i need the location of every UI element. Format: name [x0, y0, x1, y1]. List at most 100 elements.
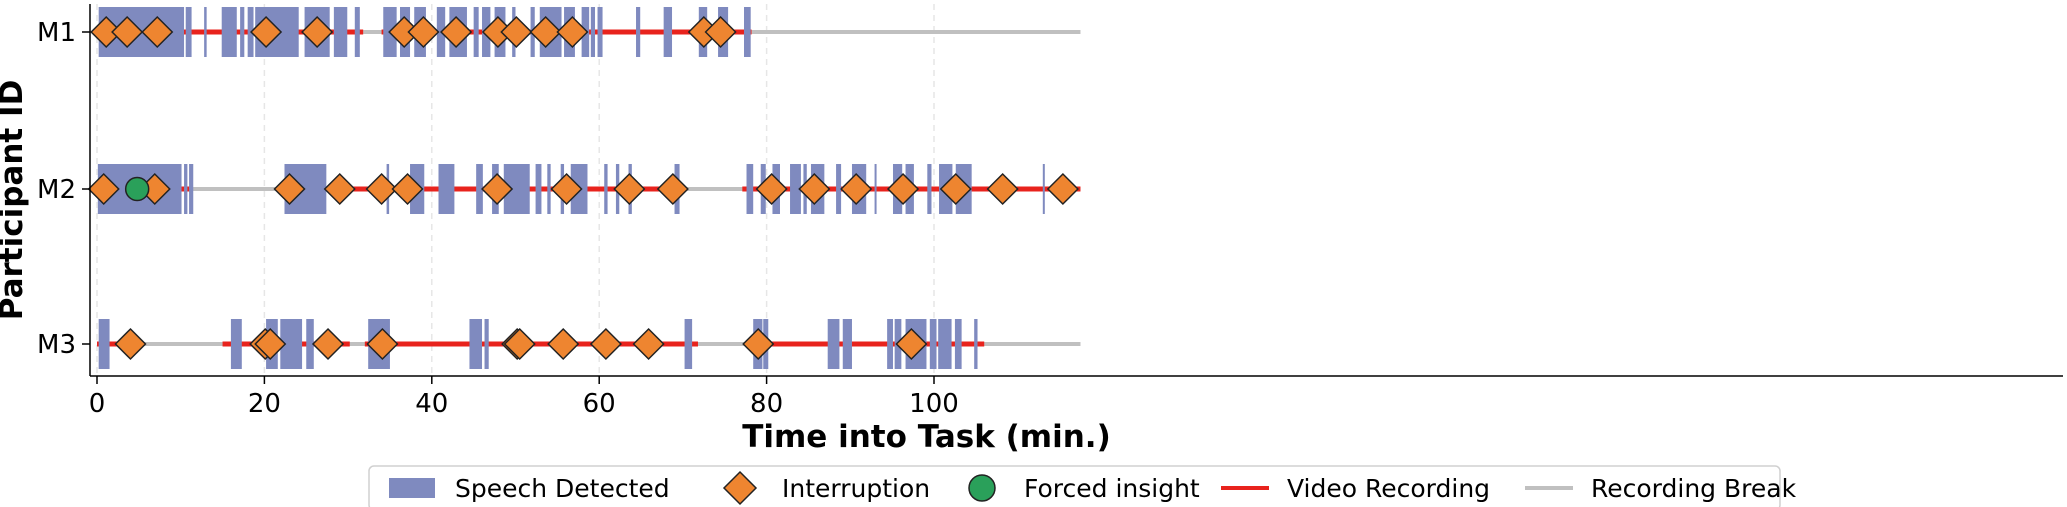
- grid-lines: [96, 4, 935, 376]
- speech-segment: [663, 7, 673, 57]
- x-tick-label: 0: [89, 389, 106, 419]
- speech-segment: [221, 7, 237, 57]
- interruption-marker: [550, 172, 583, 206]
- interruption-marker: [87, 172, 120, 206]
- speech-segment: [929, 319, 937, 369]
- interruption-marker: [1046, 172, 1079, 206]
- legend-box: [368, 465, 1781, 507]
- speech-segment: [842, 319, 852, 369]
- interruption-marker: [407, 15, 440, 49]
- interruption-marker: [273, 172, 306, 206]
- interruption-marker: [589, 327, 622, 361]
- plot-area: [87, 7, 1081, 369]
- interruption-marker: [365, 172, 398, 206]
- legend-label: Interruption: [782, 474, 930, 503]
- forced-insight-marker: [124, 176, 150, 202]
- speech-segment: [98, 319, 110, 369]
- legend-item-video: Video Recording: [1221, 474, 1490, 503]
- speech-segment: [185, 7, 192, 57]
- x-axis-title: Time into Task (min.): [742, 419, 1111, 455]
- y-tick-label: M1: [37, 18, 76, 48]
- interruption-marker: [529, 15, 562, 49]
- interruption-marker: [656, 172, 689, 206]
- participant-row-m2: [87, 164, 1081, 214]
- interruption-marker: [500, 15, 533, 49]
- speech-segment: [684, 319, 693, 369]
- speech-segment: [476, 164, 483, 214]
- speech-segment: [1042, 164, 1045, 214]
- speech-segment: [604, 164, 608, 214]
- legend-label: Recording Break: [1591, 474, 1797, 503]
- x-tick-label: 20: [248, 389, 281, 419]
- speech-segment: [836, 164, 842, 214]
- speech-segment: [636, 7, 641, 57]
- legend-label: Forced insight: [1024, 474, 1200, 503]
- speech-segment: [473, 7, 479, 57]
- speech-segment: [790, 164, 801, 214]
- speech-segment: [230, 319, 242, 369]
- interruption-marker: [114, 327, 147, 361]
- interruption-marker: [613, 172, 646, 206]
- interruption-marker: [939, 172, 972, 206]
- speech-segment: [974, 319, 978, 369]
- interruption-marker: [798, 172, 831, 206]
- x-tick-label: 100: [909, 389, 959, 419]
- interruption-marker: [323, 172, 356, 206]
- speech-segment: [590, 7, 596, 57]
- speech-segment: [240, 7, 245, 57]
- participant-row-m3: [97, 319, 1081, 369]
- speech-segment: [927, 164, 932, 214]
- interruption-marker: [503, 327, 536, 361]
- interruption-marker: [301, 15, 334, 49]
- legend-item-speech: Speech Detected: [389, 474, 670, 503]
- speech-segment: [887, 319, 893, 369]
- interruption-marker: [632, 327, 665, 361]
- speech-segment: [189, 164, 194, 214]
- speech-segment: [204, 7, 207, 57]
- legend-interruption-icon: [722, 470, 758, 506]
- speech-segment: [333, 7, 348, 57]
- speech-segment: [184, 164, 188, 214]
- speech-segment: [354, 7, 360, 57]
- interruption-marker: [886, 172, 920, 206]
- speech-segment: [938, 319, 952, 369]
- speech-segment: [874, 164, 877, 214]
- speech-segment: [306, 319, 314, 369]
- x-tick-label: 80: [750, 389, 783, 419]
- interruption-marker: [840, 172, 873, 206]
- speech-segment: [535, 164, 542, 214]
- x-tick-label: 40: [415, 389, 448, 419]
- interruption-marker: [755, 172, 788, 206]
- y-tick-label: M3: [37, 330, 76, 360]
- interruption-marker: [254, 327, 287, 361]
- legend-label: Video Recording: [1287, 474, 1490, 503]
- speech-segment: [280, 319, 303, 369]
- participant-row-m1: [90, 7, 1081, 57]
- legend-item-insight: Forced insight: [968, 474, 1200, 503]
- interruption-marker: [141, 15, 174, 49]
- speech-segment: [744, 7, 751, 57]
- speech-segment: [547, 164, 551, 214]
- interruption-marker: [556, 15, 589, 49]
- interruption-marker: [440, 15, 473, 49]
- interruption-marker: [547, 327, 580, 361]
- y-tick-label: M2: [37, 175, 76, 205]
- legend-item-break: Recording Break: [1525, 474, 1797, 503]
- speech-segment: [484, 319, 489, 369]
- legend-speech-swatch: [389, 478, 435, 498]
- interruption-marker: [366, 327, 399, 361]
- interruption-marker: [481, 172, 514, 206]
- speech-segment: [469, 319, 483, 369]
- interruption-marker: [742, 327, 775, 361]
- legend: Speech Detected Interruption Forced insigh…: [368, 465, 1797, 507]
- speech-segment: [746, 164, 754, 214]
- speech-segment: [597, 7, 603, 57]
- legend-item-interruption: Interruption: [722, 470, 930, 506]
- legend-insight-icon: [968, 474, 996, 502]
- speech-segment: [827, 319, 840, 369]
- speech-segment: [438, 164, 455, 214]
- y-axis-title: Participant ID: [0, 80, 30, 321]
